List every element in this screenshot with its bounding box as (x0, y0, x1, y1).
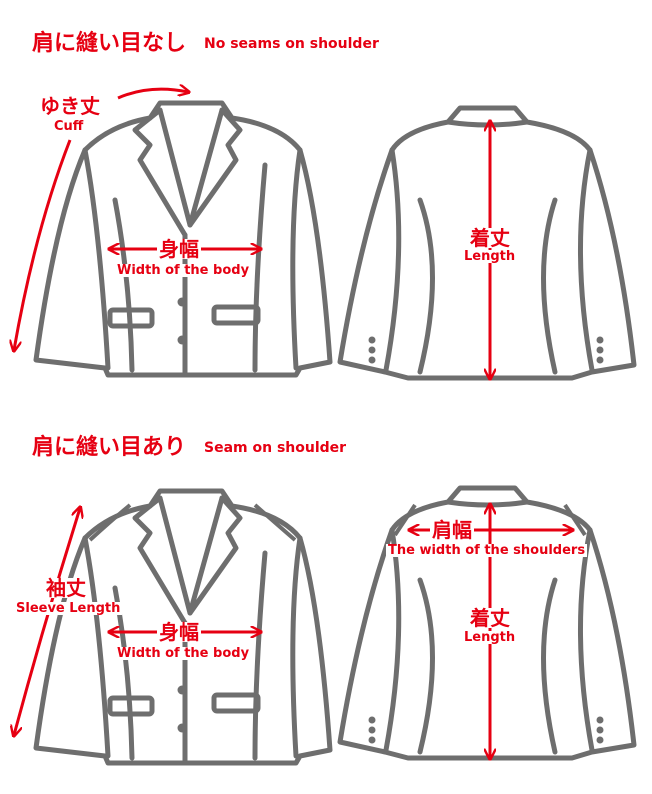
length-label-en: Length (462, 630, 518, 645)
body-width-label-en: Width of the body (115, 646, 252, 661)
shoulder-width-label-en: The width of the shoulders (386, 543, 588, 558)
body-width-label-en: Width of the body (115, 263, 252, 278)
length-label-jp: 着丈 (468, 606, 512, 630)
cuff-arrow-side (14, 139, 72, 350)
section-title-en: Seam on shoulder (204, 440, 347, 456)
section-title-en: No seams on shoulder (204, 36, 379, 52)
cuff-label-en: Cuff (54, 119, 84, 134)
sleeve-length-label-en: Sleeve Length (14, 601, 123, 616)
body-width-label-jp: 身幅 (157, 237, 201, 261)
length-label-jp: 着丈 (468, 226, 512, 250)
shoulder-width-label-jp: 肩幅 (430, 518, 474, 542)
sleeve-length-arrow (14, 508, 80, 735)
shoulder-seams (88, 503, 587, 542)
length-label-en: Length (462, 249, 518, 264)
sleeve-length-label-jp: 袖丈 (44, 576, 88, 600)
section-title-jp: 肩に縫い目あり (32, 435, 187, 460)
cuff-label-jp: ゆき丈 (40, 94, 100, 118)
body-width-label-jp: 身幅 (157, 620, 201, 644)
section-title-jp: 肩に縫い目なし (32, 31, 187, 56)
cuff-arrow-top (117, 89, 188, 100)
